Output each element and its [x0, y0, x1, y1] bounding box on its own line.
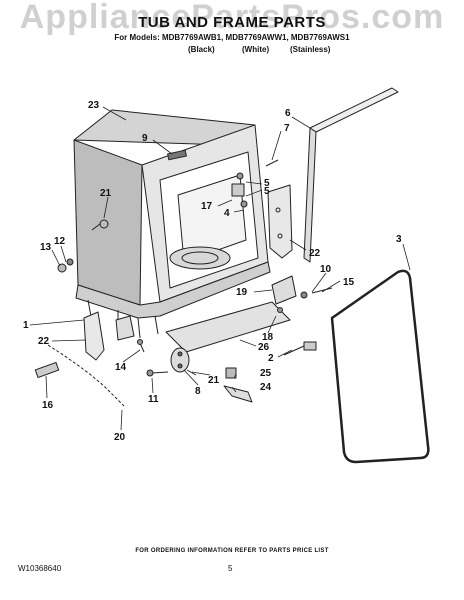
callout-20: 20 — [114, 432, 126, 443]
hinge-part-5 — [231, 183, 245, 197]
tub-sump-inner — [181, 251, 219, 265]
callout-21-lower: 21 — [208, 375, 220, 386]
callout-3: 3 — [396, 234, 402, 245]
callout-7: 7 — [284, 123, 290, 134]
callout-21-upper: 21 — [100, 188, 112, 199]
callout-14: 14 — [115, 362, 127, 373]
cable-20 — [47, 344, 125, 407]
callout-16: 16 — [42, 400, 54, 411]
ordering-info: FOR ORDERING INFORMATION REFER TO PARTS … — [135, 548, 329, 554]
screw-7 — [265, 159, 279, 167]
door-seal-vertical — [309, 87, 399, 133]
callout-17: 17 — [201, 201, 213, 212]
callout-5-upper: 5 — [264, 178, 270, 189]
bracket-19 — [271, 275, 297, 305]
part-24 — [223, 385, 253, 403]
toe-shield-26 — [165, 301, 291, 353]
door-gasket — [330, 269, 430, 464]
model-list: For Models: MDB7769AWB1, MDB7769AWW1, MD… — [114, 33, 350, 42]
leveling-leg-1 — [115, 315, 135, 341]
callout-5-lower: 5 — [264, 186, 270, 197]
callout-6: 6 — [285, 108, 291, 119]
callout-25: 25 — [260, 368, 272, 379]
right-side-bracket — [267, 184, 293, 259]
tub-sump — [169, 246, 231, 270]
tub-inner-back — [177, 174, 247, 263]
callout-22-lower: 22 — [38, 336, 50, 347]
door-seal-strip — [303, 127, 317, 263]
callout-18: 18 — [262, 332, 274, 343]
callout-9: 9 — [142, 133, 148, 144]
callout-labels: 23 6 7 9 5 5 21 17 4 22 3 13 12 10 15 19… — [23, 100, 402, 443]
left-bracket-22 — [83, 311, 105, 361]
finish-stainless: (Stainless) — [290, 45, 331, 54]
callout-22-upper: 22 — [309, 248, 321, 259]
callout-8: 8 — [195, 386, 201, 397]
part-8 — [170, 347, 190, 373]
page-title: TUB AND FRAME PARTS — [138, 14, 326, 31]
callout-15: 15 — [343, 277, 355, 288]
document-number: W10368640 — [18, 564, 62, 573]
callout-26: 26 — [258, 342, 270, 353]
callout-1: 1 — [23, 320, 29, 331]
callout-10: 10 — [320, 264, 332, 275]
vent-slot — [167, 149, 187, 161]
callout-2: 2 — [268, 353, 274, 364]
callout-12: 12 — [54, 236, 66, 247]
callout-4: 4 — [224, 208, 230, 219]
finish-black: (Black) — [188, 45, 215, 54]
part-25 — [225, 367, 237, 379]
finish-white: (White) — [242, 45, 270, 54]
callout-23: 23 — [88, 100, 100, 111]
part-16 — [34, 361, 60, 379]
callout-11: 11 — [148, 394, 159, 405]
callout-19: 19 — [236, 287, 248, 298]
tub-base — [75, 261, 271, 319]
page-number: 5 — [228, 564, 233, 573]
callout-24: 24 — [260, 382, 272, 393]
callout-13: 13 — [40, 242, 52, 253]
